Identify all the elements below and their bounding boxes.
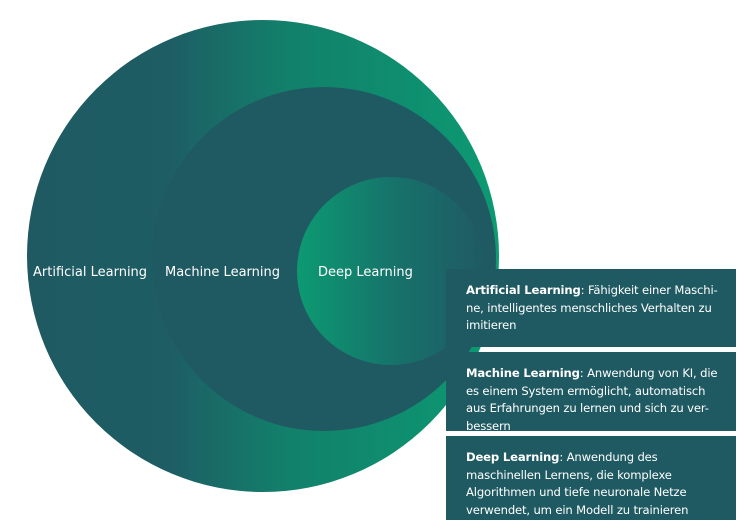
circle-deep-learning (297, 177, 485, 365)
label-deep-learning: Deep Learning (318, 265, 413, 280)
definition-separator: : (559, 450, 564, 464)
definition-text: Anwendung von KI, die es einem System er… (466, 366, 718, 433)
definition-term: Deep Learning (466, 450, 560, 464)
definition-box-machine-learning: Machine Learning: Anwendung von KI, die … (446, 352, 736, 433)
label-machine-learning: Machine Learning (165, 265, 280, 280)
definition-term: Artificial Learning (466, 283, 581, 297)
label-artificial-learning: Artificial Learning (33, 265, 147, 280)
definition-text: Fähigkeit einer Maschi-ne, intelligentes… (466, 283, 718, 333)
definition-text: Anwendung des maschinellen Lernens, die … (466, 450, 689, 517)
definition-separator: : (579, 366, 584, 380)
definition-separator: : (580, 283, 585, 297)
definition-term: Machine Learning (466, 366, 580, 380)
definition-box-deep-learning: Deep Learning: Anwendung des maschinelle… (446, 436, 736, 520)
definition-box-artificial-learning: Artificial Learning: Fähigkeit einer Mas… (446, 269, 736, 347)
